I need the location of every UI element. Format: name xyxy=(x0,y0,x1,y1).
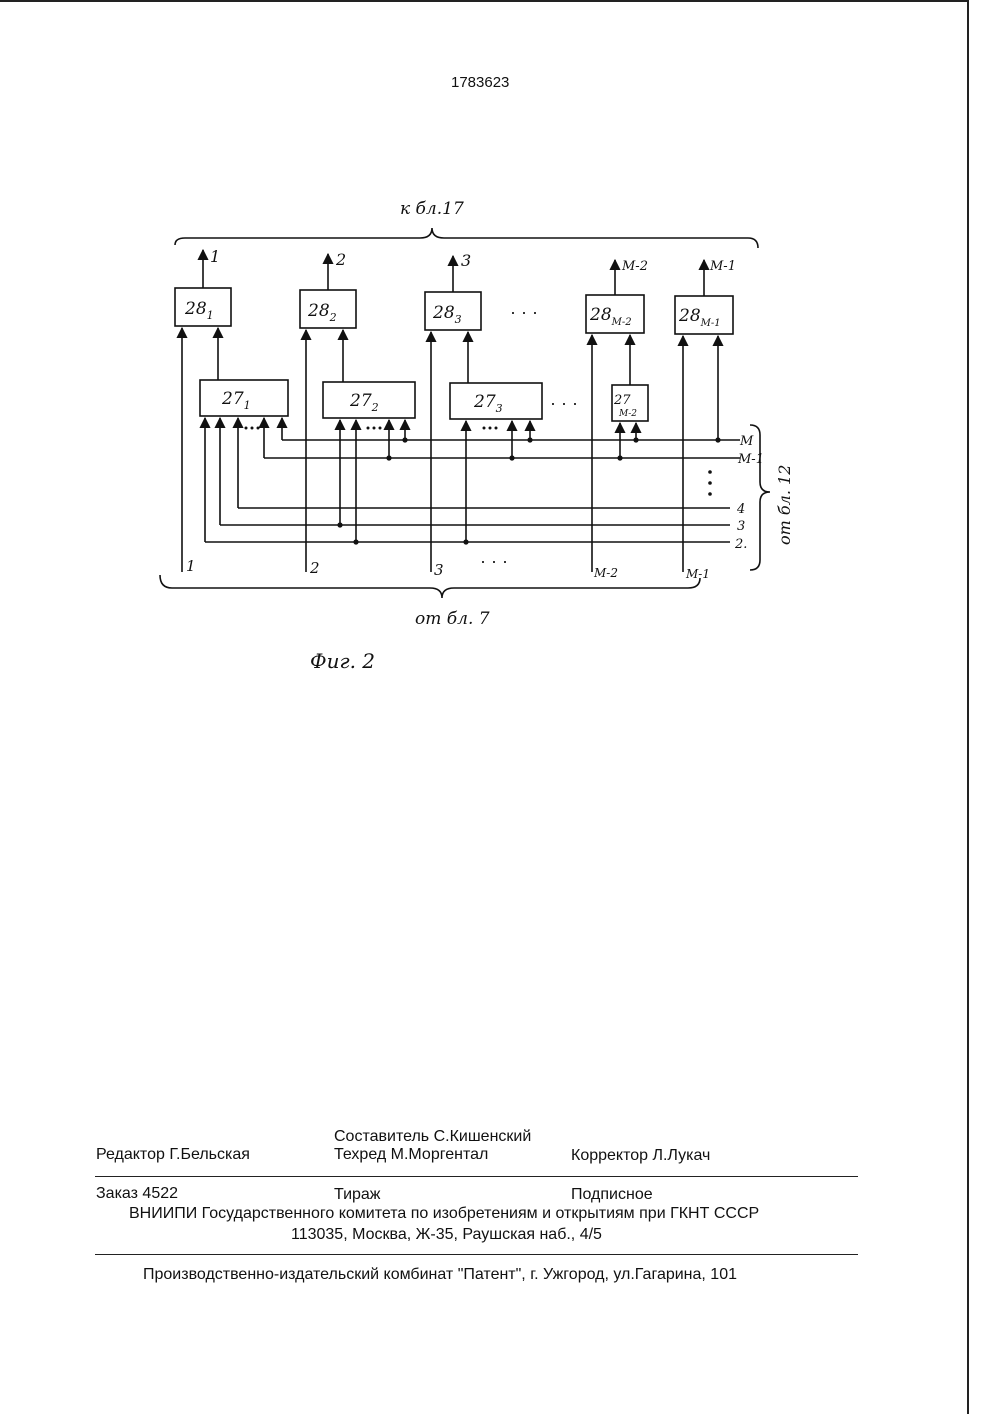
svg-text:272: 272 xyxy=(349,391,379,414)
output-label-m2: M-2 xyxy=(621,259,648,274)
svg-text:28M-2: 28M-2 xyxy=(589,305,632,328)
svg-text:271: 271 xyxy=(221,389,251,412)
page-frame-right xyxy=(967,0,969,1414)
bottom-label: от бл. 7 xyxy=(415,609,490,629)
ellipsis-inputs: · · · xyxy=(480,551,508,571)
b27-2-sub: 2 xyxy=(371,401,379,414)
b28-m2-sub: M-2 xyxy=(611,317,632,328)
b28-3-sub: 3 xyxy=(455,313,462,326)
b27-3-num: 27 xyxy=(473,392,496,412)
svg-text:283: 283 xyxy=(432,303,462,326)
b28-1-sub: 1 xyxy=(207,309,214,322)
imprint-rule-bottom xyxy=(95,1254,858,1255)
svg-text:281: 281 xyxy=(184,299,214,322)
ellipsis-27: · · · xyxy=(550,393,578,413)
input-label-m2: M-2 xyxy=(593,566,618,580)
publisher-line: Производственно-издательский комбинат "П… xyxy=(143,1266,737,1284)
b28-2-sub: 2 xyxy=(329,311,337,324)
svg-text:282: 282 xyxy=(307,301,337,324)
b27-1-num: 27 xyxy=(221,389,244,409)
input-label-m1: M-1 xyxy=(685,567,710,581)
b28-m2-num: 28 xyxy=(589,305,612,325)
svg-text:27M-2: 27M-2 xyxy=(613,393,637,419)
output-label-3: 3 xyxy=(461,251,471,270)
b27-2-num: 27 xyxy=(349,391,372,411)
institute-line: ВНИИПИ Государственного комитета по изоб… xyxy=(129,1205,759,1223)
b28-m1-sub: M-1 xyxy=(700,318,721,329)
input-label-3: 3 xyxy=(434,561,444,579)
top-brace xyxy=(175,228,758,248)
output-label-1: 1 xyxy=(210,247,220,266)
svg-text:28M-1: 28M-1 xyxy=(678,306,721,329)
figure-caption: Фиг. 2 xyxy=(310,649,375,673)
input-label-2: 2 xyxy=(309,559,320,577)
b27-3-sub: 3 xyxy=(496,402,503,415)
techred-line: Техред М.Моргентал xyxy=(334,1146,488,1164)
imprint-rule-top xyxy=(95,1176,858,1177)
bus-label-3: 3 xyxy=(737,519,745,534)
output-label-m1: M-1 xyxy=(709,259,736,274)
subscription-line: Подписное xyxy=(571,1186,653,1204)
svg-text:273: 273 xyxy=(473,392,503,415)
output-label-2: 2 xyxy=(335,250,346,269)
ellipsis-28: · · · xyxy=(510,302,538,322)
b27-1-sub: 1 xyxy=(244,399,251,412)
bus-label-m: M xyxy=(739,434,754,449)
patent-number: 1783623 xyxy=(451,74,509,91)
corrector-line: Корректор Л.Лукач xyxy=(571,1147,710,1165)
bottom-brace xyxy=(160,575,700,598)
b28-1-num: 28 xyxy=(184,299,207,319)
b27-m2-num: 27 xyxy=(613,393,631,408)
circuit-diagram: к бл.17 от бл. 7 от бл. 12 1 2 3 M-2 M-1… xyxy=(140,185,820,685)
input-label-1: 1 xyxy=(186,557,196,575)
bus-label-4: 4 xyxy=(736,502,745,517)
page-frame-top xyxy=(0,0,968,2)
bus-label-m1: M-1 xyxy=(737,452,764,467)
b28-m1-num: 28 xyxy=(678,306,701,326)
address-line: 113035, Москва, Ж-35, Раушская наб., 4/5 xyxy=(291,1226,602,1244)
bus-label-2: 2. xyxy=(734,537,747,552)
editor-line: Редактор Г.Бельская xyxy=(96,1146,250,1164)
b28-3-num: 28 xyxy=(432,303,455,323)
b28-2-num: 28 xyxy=(307,301,330,321)
right-label: от бл. 12 xyxy=(775,465,794,545)
order-line: Заказ 4522 xyxy=(96,1185,178,1203)
junction-dots xyxy=(337,437,720,544)
b27-m2-sub: M-2 xyxy=(618,409,637,419)
compiler-line: Составитель С.Кишенский xyxy=(334,1128,531,1146)
circulation-line: Тираж xyxy=(334,1186,381,1204)
top-label: к бл.17 xyxy=(400,199,464,219)
